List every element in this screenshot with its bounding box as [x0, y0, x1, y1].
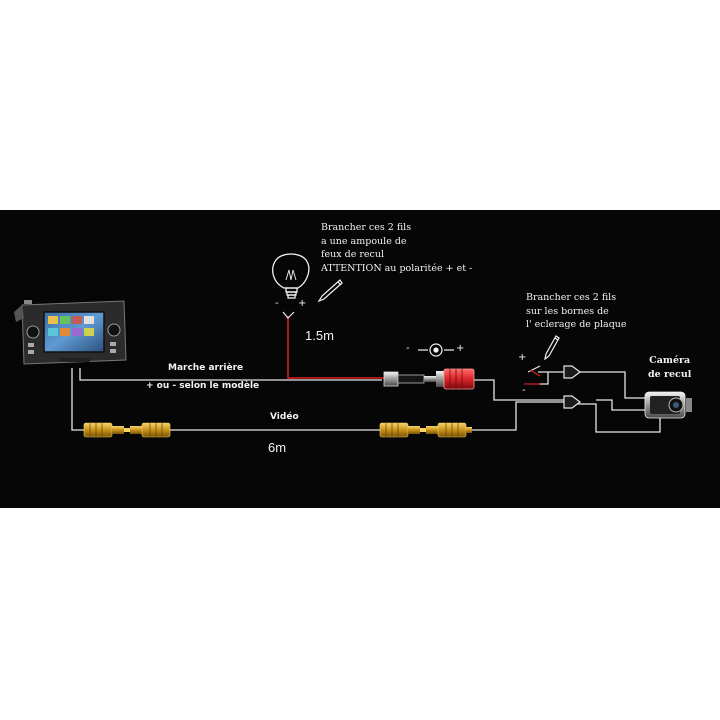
video-label: Vidéo [270, 412, 299, 422]
camera-label-line: de recul [648, 368, 692, 380]
rear-camera-icon [644, 391, 692, 419]
lamp-instructions: Brancher ces 2 fils a une ampoule de feu… [321, 221, 472, 275]
plate-minus-sign: - [522, 385, 526, 396]
jack-plus-sign: + [456, 343, 465, 354]
reverse-label: Marche arrière [168, 363, 244, 373]
plate-note-line: Brancher ces 2 fils [526, 292, 617, 303]
power-wire-red [287, 316, 386, 379]
pencil-icon [317, 279, 343, 303]
reverse-polarity-note: + ou - selon le modèle [146, 381, 260, 391]
camera-label-line: Caméra [649, 355, 691, 366]
jack-minus-sign: - [406, 343, 410, 354]
bulb-plus-sign: + [298, 298, 307, 309]
cables [71, 368, 661, 433]
bulb-minus-sign: - [275, 298, 279, 309]
rca-plug-icon [130, 422, 171, 438]
lamp-note-line: ATTENTION au polaritée + et - [321, 262, 473, 274]
camera-power-lead [578, 371, 645, 399]
video-cable-radio [71, 368, 84, 431]
power-length: 1.5m [305, 328, 334, 343]
pencil-icon [544, 335, 560, 361]
rca-plug-icon [83, 422, 130, 438]
rca-plug-icon [426, 422, 472, 438]
plate-plus-sign: + [518, 352, 527, 363]
plate-note-line: l' eclerage de plaque [526, 319, 627, 330]
car-radio-unit [14, 300, 127, 365]
plate-light-connector [524, 365, 541, 385]
lamp-note-line: Brancher ces 2 fils [321, 222, 412, 233]
light-bulb-icon [272, 253, 310, 299]
dc-jack-icon [418, 343, 454, 357]
plate-instructions: Brancher ces 2 fils sur les bornes de l'… [526, 291, 627, 332]
camera-label: Caméra de recul [648, 354, 691, 381]
video-length: 6m [268, 440, 287, 455]
plate-note-line: sur les bornes de [526, 305, 609, 317]
video-cable-camera [472, 401, 570, 431]
rca-plug-icon [379, 422, 426, 438]
camera-video-lead [596, 399, 645, 411]
reverse-trigger-wire [79, 368, 382, 381]
lamp-note-line: feux de recul [321, 249, 384, 260]
rca-plug-icon [436, 368, 475, 390]
power-plug-connector [383, 371, 436, 387]
lamp-note-line: a une ampoule de [321, 235, 407, 247]
splitter [563, 365, 581, 409]
